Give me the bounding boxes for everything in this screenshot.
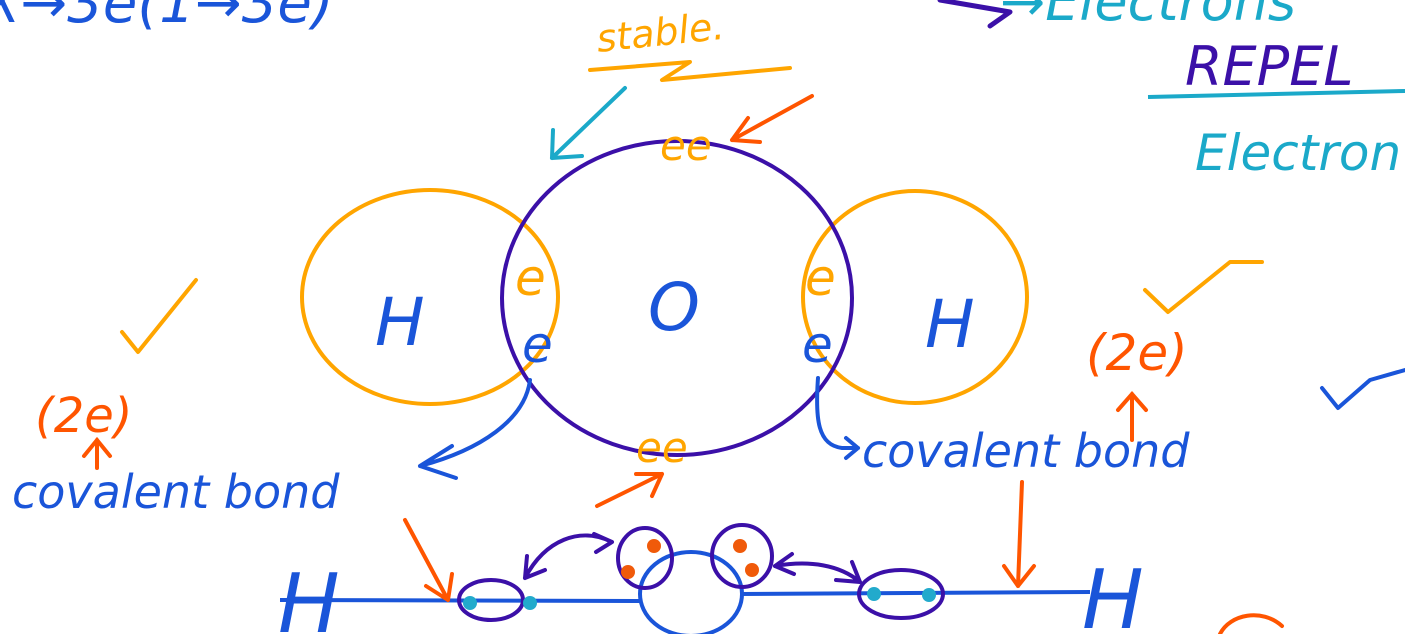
electrons-note: →Electrons xyxy=(937,0,1296,33)
oxygen-circle xyxy=(500,139,854,457)
left-bond-pointer xyxy=(418,378,532,480)
repel-note: REPEL Electron xyxy=(1147,35,1405,182)
left-bonding-electron-1 xyxy=(463,596,477,610)
bond-line-right xyxy=(739,590,1091,596)
right-bond-pointer xyxy=(815,376,860,460)
right-atom-symbol: H xyxy=(925,286,975,363)
center-atom-symbol: O xyxy=(648,269,700,346)
top-left-note: X→3e(1→3e) xyxy=(0,0,334,36)
repel-label: REPEL xyxy=(1185,35,1353,98)
right-checkmark xyxy=(1143,260,1264,314)
stable-zigzag xyxy=(588,60,792,82)
electrons-label: →Electrons xyxy=(1000,0,1296,33)
top-lone-pair: ee xyxy=(660,121,712,170)
right-bond-red-arrow xyxy=(1002,480,1036,588)
electrons-arrow xyxy=(937,0,1013,29)
left-bonding-pair-shell xyxy=(457,578,525,622)
line-left-hydrogen: H xyxy=(278,557,340,634)
right-shared-electron-lower: e xyxy=(802,316,833,374)
left-lone-electron-1 xyxy=(647,539,661,553)
right-shared-electron-upper: e xyxy=(805,249,836,307)
right-lone-pair-shell xyxy=(710,523,774,589)
stable-arrow xyxy=(550,86,627,160)
stable-label: stable. xyxy=(594,4,726,61)
line-oxygen-circle xyxy=(638,550,744,638)
right-lone-electron-2 xyxy=(745,563,759,577)
left-lone-pair-shell xyxy=(616,526,674,590)
right-edge-checkmark xyxy=(1320,368,1405,410)
left-count-arrow xyxy=(82,436,112,470)
right-count-arrow xyxy=(1116,390,1148,442)
right-bond-label: covalent bond xyxy=(862,424,1190,478)
bottom-lone-pair: ee xyxy=(636,423,688,472)
bottom-pair-arrow xyxy=(595,472,664,508)
electron-label: Electron xyxy=(1195,124,1401,182)
right-repulsion-arrow xyxy=(773,552,862,584)
right-lone-electron-1 xyxy=(733,539,747,553)
repel-underline xyxy=(1147,89,1405,99)
left-electron-count: (2e) xyxy=(35,388,133,444)
line-structure: H H xyxy=(278,480,1284,639)
left-bonding-electron-2 xyxy=(523,596,537,610)
left-checkmark xyxy=(120,278,198,354)
left-shared-electron-lower: e xyxy=(522,316,553,374)
left-atom-symbol: H xyxy=(375,284,425,361)
right-bonding-electron-1 xyxy=(867,587,881,601)
right-bonding-electron-2 xyxy=(922,588,936,602)
line-right-hydrogen: H xyxy=(1082,553,1144,634)
left-lone-electron-2 xyxy=(621,565,635,579)
left-bond-label: covalent bond xyxy=(12,465,340,519)
cutoff-orange-curve xyxy=(1218,613,1284,636)
left-bond-red-arrow xyxy=(403,518,454,602)
right-bonding-pair-shell xyxy=(857,568,945,620)
right-electron-count: (2e) xyxy=(1086,324,1188,382)
left-repulsion-arrow xyxy=(523,532,614,580)
left-hydrogen-circle xyxy=(300,188,560,406)
left-shared-electron-upper: e xyxy=(515,249,546,307)
right-hydrogen-circle xyxy=(801,189,1029,405)
top-pair-arrow xyxy=(730,94,814,144)
